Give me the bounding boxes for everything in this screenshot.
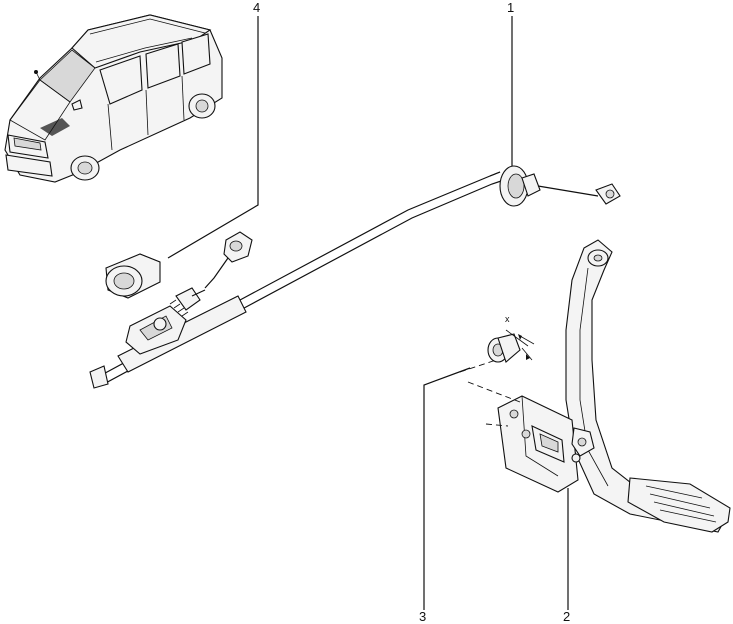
callout-2: 2 [563, 609, 570, 624]
leader-lines [167, 16, 569, 610]
grommet-part [105, 253, 161, 299]
callout-3: 3 [419, 609, 426, 624]
vehicle-locator-image [4, 14, 223, 183]
clutch-pedal-assembly [497, 239, 731, 533]
dimension-label-x: x [505, 314, 510, 324]
clutch-cable [89, 165, 621, 389]
callout-1: 1 [507, 0, 514, 15]
pedal-stop-bush [459, 329, 535, 427]
callout-4: 4 [253, 0, 260, 15]
sensor-connector [204, 231, 253, 289]
